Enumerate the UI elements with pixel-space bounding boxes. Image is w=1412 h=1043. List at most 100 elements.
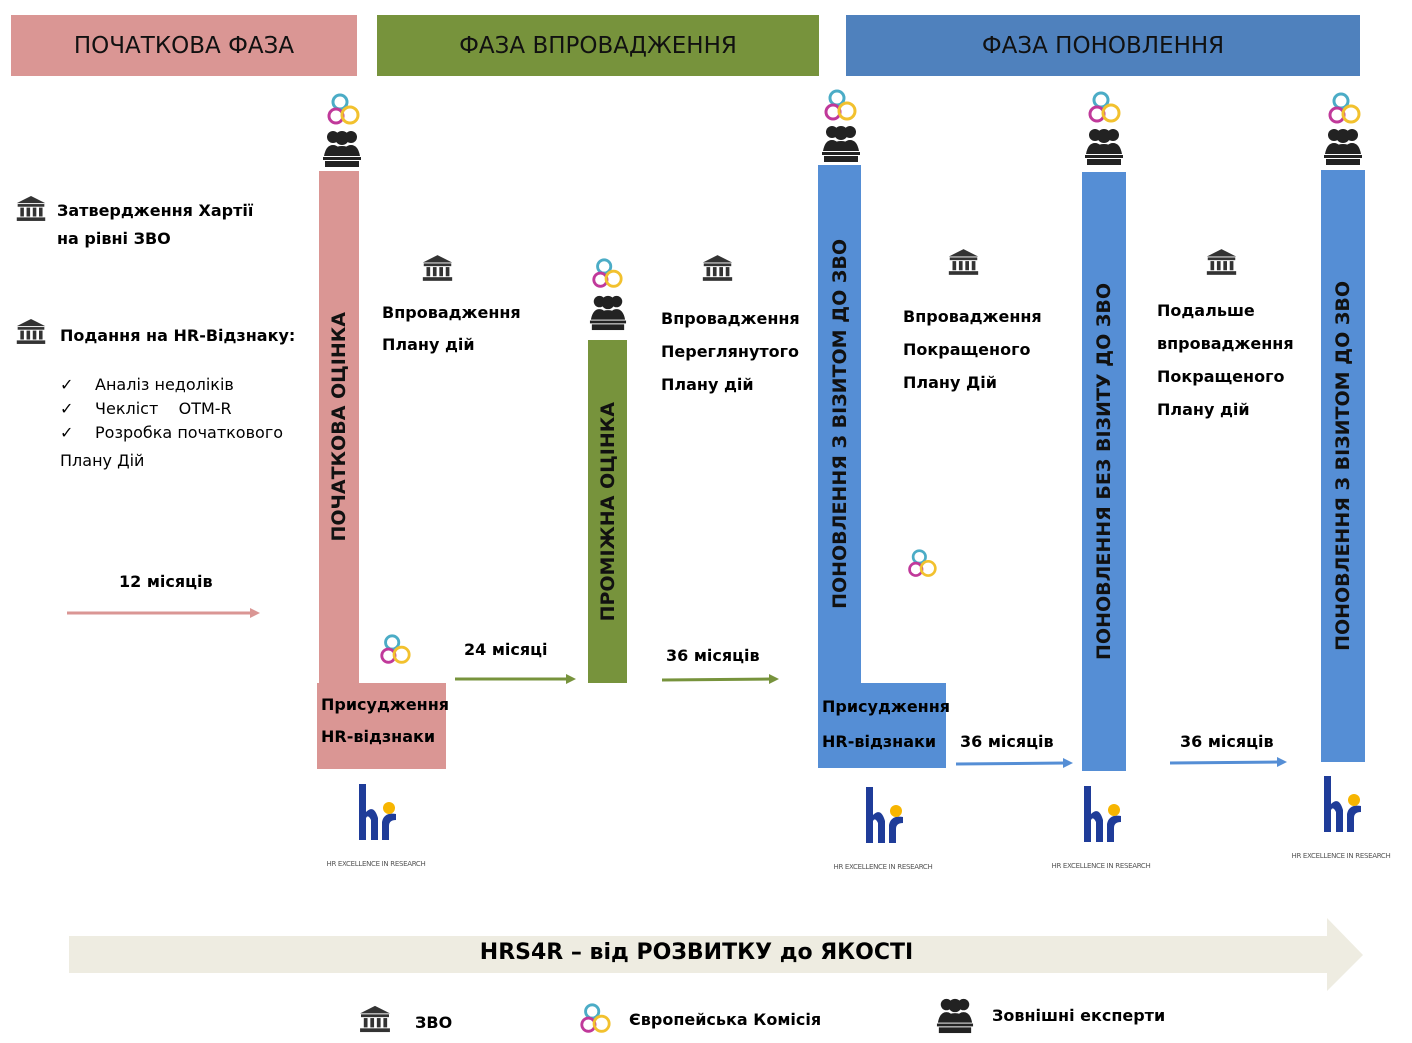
ec-icon <box>590 257 624 291</box>
check-item: ✓ Чекліст ОТМ-R <box>60 397 283 421</box>
phase-label: ФАЗА ПОНОВЛЕННЯ <box>981 32 1225 59</box>
duration-label: 24 місяці <box>464 640 548 659</box>
bar-label: ПОЧАТКОВА ОЦІНКА <box>328 312 350 542</box>
check-item: ✓ Розробка початкового <box>60 421 283 445</box>
award-line: HR-відзнаки <box>822 732 937 751</box>
checklist: ✓ Аналіз недоліків ✓ Чекліст ОТМ-R ✓ Розроб… <box>60 373 283 473</box>
hr-logo: HR EXCELLENCE IN RESEARCH <box>833 781 933 871</box>
hr-logo-mark <box>866 787 903 843</box>
experts-icon <box>320 128 364 168</box>
hr-logo-mark <box>359 784 396 840</box>
step-line: Плану Дій <box>903 373 997 392</box>
check-icon: ✓ <box>60 399 74 418</box>
ec-icon <box>1086 90 1122 126</box>
experts-icon <box>819 123 863 163</box>
hr-logo: HR EXCELLENCE IN RESEARCH <box>1051 780 1151 870</box>
step-line: Плану дій <box>661 375 754 394</box>
step-line: Впровадження <box>661 309 800 328</box>
hr-logo-caption: HR EXCELLENCE IN RESEARCH <box>833 863 933 871</box>
experts-icon <box>1321 126 1365 166</box>
check-tail: Плану Дій <box>60 451 145 470</box>
renewal-no-visit-bar: ПОНОВЛЕННЯ БЕЗ ВІЗИТУ ДО ЗВО <box>1082 172 1126 771</box>
ec-icon <box>378 633 412 667</box>
hei-icon <box>15 318 47 345</box>
hei-icon <box>358 1005 392 1033</box>
hei-icon <box>1205 248 1238 276</box>
hr-logo-caption: HR EXCELLENCE IN RESEARCH <box>1051 862 1151 870</box>
legend-hei: ЗВО <box>415 1013 453 1032</box>
duration-label: 36 місяців <box>1180 732 1274 751</box>
bar-label: ПРОМІЖНА ОЦІНКА <box>596 401 619 622</box>
experts-icon <box>934 996 976 1034</box>
renewal-visit-bar: ПОНОВЛЕННЯ З ВІЗИТОМ ДО ЗВО <box>1321 170 1365 762</box>
check-text: Аналіз недоліків <box>95 375 234 394</box>
ec-icon <box>1326 91 1362 127</box>
arrow-pink <box>67 608 260 618</box>
hei-icon <box>421 254 454 282</box>
initial-assessment-bar: ПОЧАТКОВА ОЦІНКА <box>319 171 359 683</box>
check-icon: ✓ <box>60 375 74 394</box>
phase-initial-header: ПОЧАТКОВА ФАЗА <box>11 15 357 76</box>
award-line: Присудження <box>321 695 450 714</box>
phase-label: ФАЗА ВПРОВАДЖЕННЯ <box>459 32 737 59</box>
legend-experts: Зовнішні експерти <box>992 1006 1166 1025</box>
renewal-visit-bar: ПОНОВЛЕННЯ З ВІЗИТОМ ДО ЗВО <box>818 165 861 683</box>
interim-assessment-bar: ПРОМІЖНА ОЦІНКА <box>588 340 627 683</box>
ec-icon <box>578 1002 612 1036</box>
banner-arrow <box>69 918 1363 991</box>
hr-logo-caption: HR EXCELLENCE IN RESEARCH <box>1291 852 1391 860</box>
step-line: впровадження <box>1157 334 1294 353</box>
phase-implementation-header: ФАЗА ВПРОВАДЖЕННЯ <box>377 15 819 76</box>
arrow-green <box>661 674 779 684</box>
hr-logo: HR EXCELLENCE IN RESEARCH <box>1291 770 1391 860</box>
step-line: Покращеного <box>903 340 1031 359</box>
hei-icon <box>701 254 734 282</box>
hr-logo: HR EXCELLENCE IN RESEARCH <box>326 778 426 868</box>
bar-label: ПОНОВЛЕННЯ З ВІЗИТОМ ДО ЗВО <box>1332 281 1354 651</box>
phase-renewal-header: ФАЗА ПОНОВЛЕННЯ <box>846 15 1360 76</box>
award-line: HR-відзнаки <box>321 727 436 746</box>
submission-text: Подання на HR-Відзнаку: <box>60 326 296 345</box>
hr-logo-mark <box>1324 776 1361 832</box>
check-text: Чекліст ОТМ-R <box>95 399 232 418</box>
charter-text: Затвердження Хартії на рівні ЗВО <box>57 197 253 253</box>
check-item: ✓ Аналіз недоліків <box>60 373 283 397</box>
phase-label: ПОЧАТКОВА ФАЗА <box>73 32 295 59</box>
award-line: Присудження <box>822 697 951 716</box>
step-line: Плану дій <box>382 335 475 354</box>
legend-ec: Європейська Комісія <box>629 1010 822 1029</box>
step-line: Плану дій <box>1157 400 1250 419</box>
arrow-blue <box>1169 757 1287 767</box>
hr-logo-caption: HR EXCELLENCE IN RESEARCH <box>326 860 426 868</box>
charter-line: на рівні ЗВО <box>57 229 171 248</box>
charter-line: Затвердження Хартії <box>57 201 254 220</box>
banner-title: HRS4R – від РОЗВИТКУ до ЯКОСТІ <box>479 940 914 965</box>
check-icon: ✓ <box>60 423 74 442</box>
duration-label: 12 місяців <box>119 572 213 591</box>
arrow-blue <box>955 758 1073 768</box>
arrow-green <box>455 674 576 684</box>
ec-icon <box>906 548 938 580</box>
check-text: Розробка початкового <box>95 423 284 442</box>
ec-icon <box>822 88 858 124</box>
bar-label: ПОНОВЛЕННЯ БЕЗ ВІЗИТУ ДО ЗВО <box>1093 283 1115 660</box>
step-line: Впровадження <box>903 307 1042 326</box>
hei-icon <box>947 248 980 276</box>
duration-label: 36 місяців <box>960 732 1054 751</box>
ec-icon <box>325 92 361 128</box>
step-line: Покращеного <box>1157 367 1285 386</box>
step-line: Переглянутого <box>661 342 799 361</box>
bar-label: ПОНОВЛЕННЯ З ВІЗИТОМ ДО ЗВО <box>828 239 851 609</box>
experts-icon <box>587 293 629 331</box>
hei-icon <box>15 195 47 222</box>
duration-label: 36 місяців <box>666 646 760 665</box>
hr-logo-mark <box>1084 786 1121 842</box>
step-line: Подальше <box>1157 301 1255 320</box>
step-line: Впровадження <box>382 303 521 322</box>
